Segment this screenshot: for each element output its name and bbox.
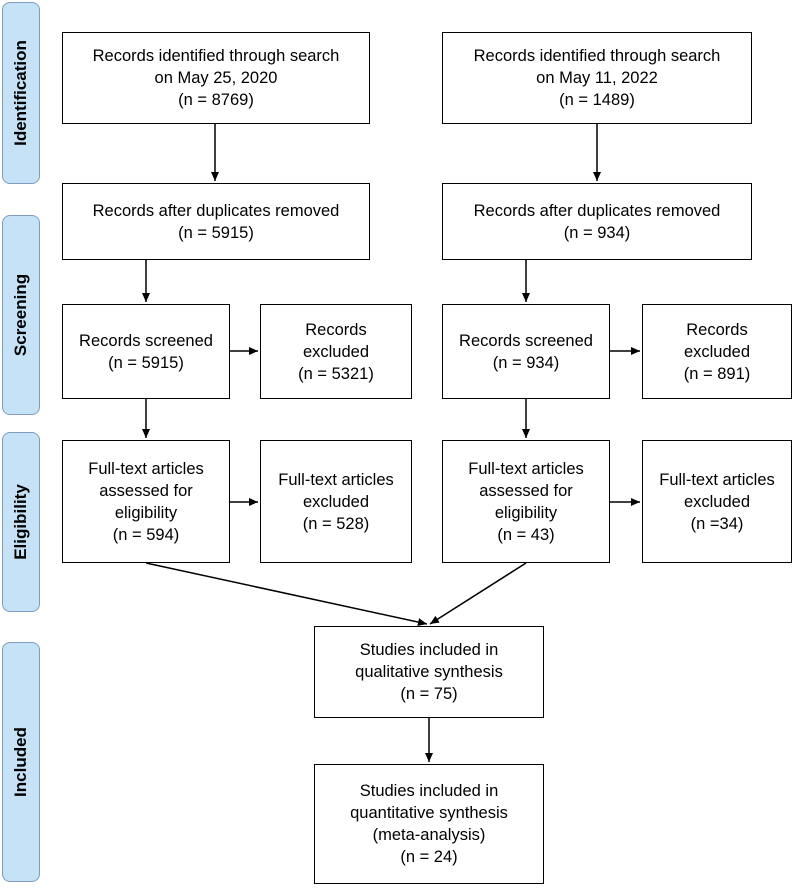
qualitative-box: Studies included in qualitative synthesi… (314, 626, 544, 718)
right-fulltext-count: (n = 43) (497, 525, 555, 544)
arrow-left-fulltext-to-qualitative (145, 562, 428, 626)
left-screened-box: Records screened (n = 5915) (62, 304, 230, 399)
right-excluded-box: Records excluded (n = 891) (642, 304, 792, 399)
left-screened-count: (n = 5915) (108, 353, 184, 372)
left-identified-line2: on May 25, 2020 (154, 69, 278, 87)
left-screened-line1: Records screened (79, 331, 213, 350)
left-fulltext-count: (n = 594) (112, 525, 180, 544)
right-fulltext-line1: Full-text articles (468, 459, 584, 478)
right-ft-excluded-count: (n =34) (690, 514, 744, 533)
left-ft-excluded-box: Full-text articles excluded (n = 528) (260, 440, 412, 563)
right-ft-excluded-line1: Full-text articles (659, 470, 775, 489)
quantitative-line3: (meta-analysis) (372, 826, 486, 844)
left-fulltext-line3: eligibility (114, 503, 178, 522)
stage-screening-label: Screening (11, 273, 30, 357)
left-excluded-count: (n = 5321) (298, 364, 374, 383)
qualitative-line2: qualitative synthesis (355, 663, 503, 681)
left-excluded-line2: excluded (302, 342, 370, 361)
quantitative-line1: Studies included in (359, 782, 499, 800)
stage-identification: Identification (2, 2, 40, 184)
qualitative-count: (n = 75) (400, 685, 458, 703)
right-dedup-line1: Records after duplicates removed (473, 201, 721, 220)
left-fulltext-box: Full-text articles assessed for eligibil… (62, 440, 230, 563)
stage-identification-label: Identification (11, 40, 30, 146)
left-dedup-box: Records after duplicates removed (n = 59… (62, 183, 370, 260)
stage-included: Included (2, 642, 40, 882)
right-dedup-box: Records after duplicates removed (n = 93… (442, 183, 752, 260)
right-screened-box: Records screened (n = 934) (442, 304, 610, 399)
right-excluded-line1: Records (686, 320, 748, 339)
quantitative-line2: quantitative synthesis (350, 804, 508, 822)
left-fulltext-line1: Full-text articles (88, 459, 204, 478)
right-excluded-line2: excluded (683, 342, 751, 361)
right-fulltext-box: Full-text articles assessed for eligibil… (442, 440, 610, 563)
left-dedup-count: (n = 5915) (178, 223, 254, 242)
right-fulltext-line3: eligibility (494, 503, 558, 522)
left-identified-count: (n = 8769) (178, 91, 254, 109)
left-fulltext-line2: assessed for (99, 481, 193, 500)
qualitative-line1: Studies included in (359, 641, 499, 659)
left-dedup-line1: Records after duplicates removed (92, 201, 340, 220)
left-identified-line1: Records identified through search (92, 47, 340, 65)
right-screened-count: (n = 934) (492, 353, 560, 372)
quantitative-box: Studies included in quantitative synthes… (314, 764, 544, 884)
quantitative-count: (n = 24) (400, 848, 458, 866)
left-ft-excluded-line1: Full-text articles (278, 470, 394, 489)
left-ft-excluded-line2: excluded (302, 492, 370, 511)
stage-included-label: Included (11, 727, 30, 797)
right-identified-line2: on May 11, 2022 (536, 69, 658, 87)
right-screened-line1: Records screened (459, 331, 593, 350)
stage-eligibility-label: Eligibility (11, 484, 30, 560)
stage-screening: Screening (2, 215, 40, 415)
arrow-right-fulltext-to-qualitative (429, 562, 527, 625)
right-identified-count: (n = 1489) (559, 91, 635, 109)
left-excluded-box: Records excluded (n = 5321) (260, 304, 412, 399)
right-excluded-count: (n = 891) (683, 364, 751, 383)
left-ft-excluded-count: (n = 528) (302, 514, 370, 533)
right-dedup-count: (n = 934) (563, 223, 631, 242)
right-identified-box: Records identified through search on May… (442, 32, 752, 124)
right-identified-line1: Records identified through search (473, 47, 721, 65)
left-excluded-line1: Records (305, 320, 367, 339)
right-ft-excluded-line2: excluded (683, 492, 751, 511)
right-ft-excluded-box: Full-text articles excluded (n =34) (642, 440, 792, 563)
stage-eligibility: Eligibility (2, 432, 40, 612)
right-fulltext-line2: assessed for (479, 481, 573, 500)
left-identified-box: Records identified through search on May… (62, 32, 370, 124)
